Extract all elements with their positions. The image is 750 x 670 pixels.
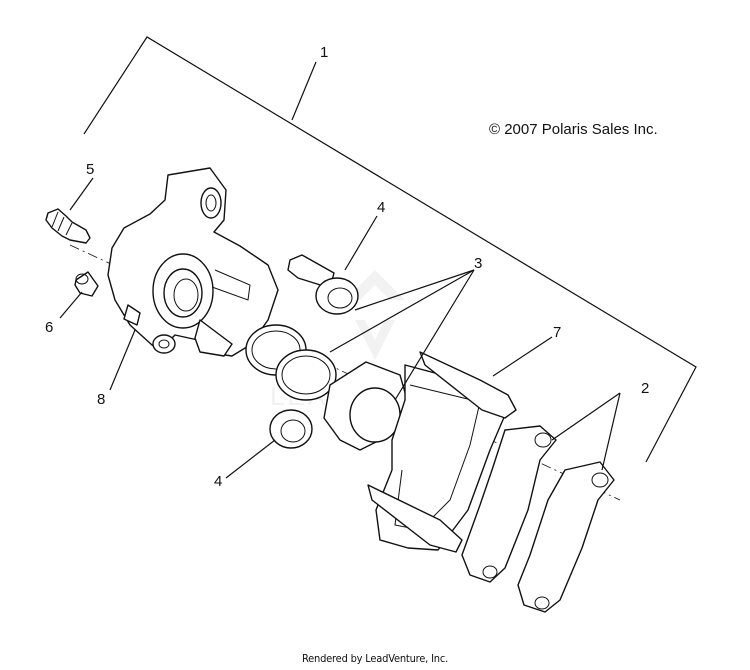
piston-seals [245,324,337,401]
callout-2: 2 [641,380,649,397]
mounting-bracket [367,351,517,553]
guide-pin-upper [287,254,359,315]
callout-4-lower: 4 [214,473,222,490]
callout-7: 7 [553,324,561,341]
brake-pads [461,425,615,613]
piston [323,361,411,451]
callout-6: 6 [45,319,53,336]
bushing [74,271,99,297]
callout-5: 5 [86,161,94,178]
copyright-text: © 2007 Polaris Sales Inc. [489,121,658,138]
leader-lines [59,177,621,479]
callout-4-upper: 4 [377,199,385,216]
caliper-body [107,167,279,357]
assembly-bracket [83,36,697,463]
callout-3: 3 [474,255,482,272]
callout-labels: 1 5 4 3 6 7 2 8 4 [45,44,649,490]
guide-pin-lower [269,409,313,449]
callout-1: 1 [320,44,328,61]
bleeder-screw [45,208,91,244]
footer-credit: Rendered by LeadVenture, Inc. [301,652,449,665]
callout-8: 8 [97,391,105,408]
